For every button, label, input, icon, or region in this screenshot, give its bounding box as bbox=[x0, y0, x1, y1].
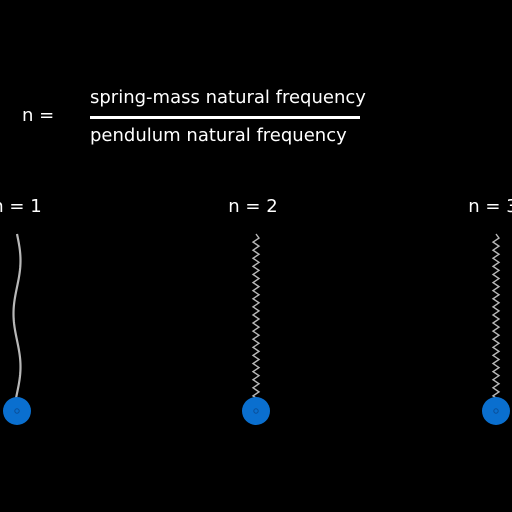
case-label-n3: n = 3 bbox=[468, 196, 512, 217]
equation-denominator: pendulum natural frequency bbox=[90, 125, 347, 146]
mass-bob-3 bbox=[482, 397, 510, 425]
bob-center-2 bbox=[253, 408, 259, 414]
equation-numerator: spring-mass natural frequency bbox=[90, 87, 366, 108]
pendulum-3 bbox=[482, 233, 510, 425]
bob-center-3 bbox=[493, 408, 499, 414]
spring-3 bbox=[490, 233, 501, 405]
spring-2 bbox=[250, 233, 261, 405]
mass-bob-2 bbox=[242, 397, 270, 425]
case-label-n1: n = 1 bbox=[0, 196, 42, 217]
case-label-n2: n = 2 bbox=[228, 196, 278, 217]
pendulum-2 bbox=[242, 233, 270, 425]
fraction-bar bbox=[90, 116, 360, 119]
pendulum-1 bbox=[3, 233, 31, 425]
mass-bob-1 bbox=[3, 397, 31, 425]
equation-lhs: n = bbox=[22, 105, 55, 126]
spring-1 bbox=[12, 233, 22, 405]
bob-center-1 bbox=[14, 408, 20, 414]
